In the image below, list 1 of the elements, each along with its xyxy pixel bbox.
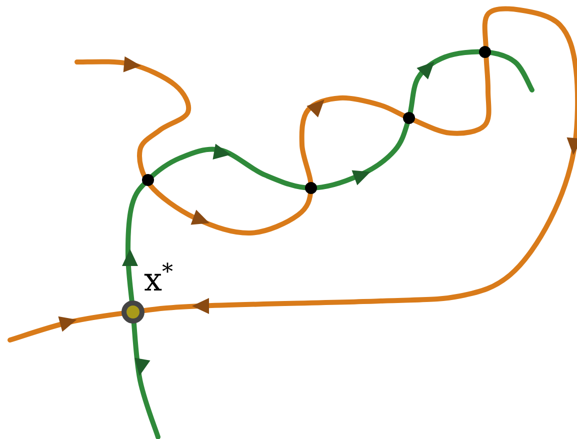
point-label: x$^{*}$ bbox=[144, 262, 174, 296]
